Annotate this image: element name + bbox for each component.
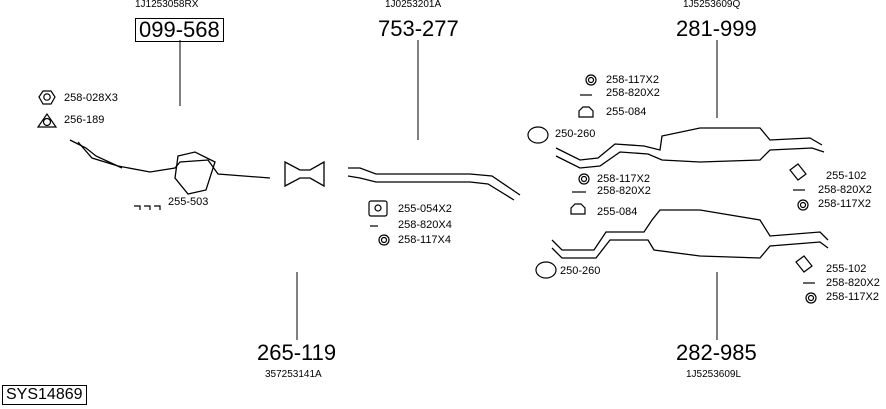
fitting-label[interactable]: 258-117X2 <box>597 173 651 185</box>
fitting-label[interactable]: 258-820X2 <box>606 87 660 99</box>
fitting-label[interactable]: 256-189 <box>64 114 105 126</box>
oem-number-front: 1J1253058RX <box>135 0 199 10</box>
washer-icon-right-lower <box>805 292 817 304</box>
fitting-label[interactable]: 255-084 <box>597 206 638 218</box>
middle-pipe-drawing <box>348 167 521 196</box>
fitting-label[interactable]: 250-260 <box>560 265 601 277</box>
washer-icon-mid <box>578 173 590 185</box>
fitting-label[interactable]: 258-820X2 <box>597 185 651 197</box>
part-number-middle-upper[interactable]: 753-277 <box>378 16 459 41</box>
washer-icon <box>378 234 390 246</box>
rubber-mount-icon-upper <box>789 163 807 181</box>
connector-sleeve-drawing <box>284 160 325 188</box>
fitting-label[interactable]: 258-117X4 <box>398 234 452 246</box>
catalytic-converter-drawing <box>174 151 216 195</box>
oem-number-rear-upper: 1J5253609Q <box>683 0 741 10</box>
part-number-front[interactable]: 099-568 <box>135 18 224 42</box>
oem-number-rear-lower: 1J5253609L <box>686 369 742 380</box>
rear-silencer-lower-drawing <box>551 209 829 251</box>
rear-silencer-upper-drawing <box>555 127 823 161</box>
fitting-label[interactable]: 258-820X2 <box>826 277 880 289</box>
rubber-mount-icon-lower <box>795 255 813 273</box>
fitting-label[interactable]: 255-503 <box>168 196 209 208</box>
fitting-label[interactable]: 258-117X2 <box>818 198 872 210</box>
system-code-label: SYS14869 <box>2 385 87 405</box>
oem-number-middle-lower: 357253141A <box>265 369 322 380</box>
clamp-set-icon <box>134 205 161 210</box>
part-number-middle-lower[interactable]: 265-119 <box>257 340 337 365</box>
part-number-rear-lower[interactable]: 282-985 <box>676 340 757 365</box>
fitting-label[interactable]: 258-820X4 <box>398 219 452 231</box>
fitting-label[interactable]: 255-054X2 <box>398 203 452 215</box>
washer-icon-right-upper <box>797 199 809 211</box>
gasket-icon <box>36 112 58 128</box>
fitting-label[interactable]: 258-117X2 <box>826 291 880 303</box>
fitting-label[interactable]: 258-117X2 <box>606 74 660 86</box>
fitting-label[interactable]: 255-102 <box>826 170 867 182</box>
hanger-icon-upper <box>578 106 594 118</box>
oem-number-middle-upper: 1J0253201A <box>385 0 442 10</box>
nut-icon <box>38 90 56 105</box>
fitting-label[interactable]: 255-084 <box>606 106 647 118</box>
hanger-icon-mid <box>570 203 586 215</box>
front-pipe-drawing <box>77 141 271 179</box>
fitting-label[interactable]: 255-102 <box>826 263 867 275</box>
fitting-label[interactable]: 258-820X2 <box>818 184 872 196</box>
ring-clamp-icon-upper <box>527 126 549 144</box>
part-number-rear-upper[interactable]: 281-999 <box>676 16 757 41</box>
fitting-label[interactable]: 250-260 <box>555 128 596 140</box>
bracket-icon <box>368 200 388 217</box>
washer-icon-upper <box>585 74 597 86</box>
ring-clamp-icon-lower <box>535 261 557 279</box>
fitting-label[interactable]: 258-028X3 <box>64 92 118 104</box>
